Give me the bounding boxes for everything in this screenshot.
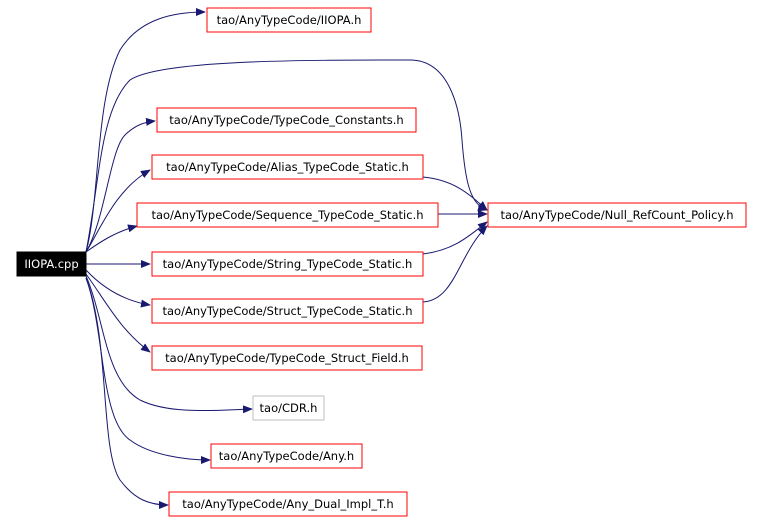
node-label: tao/AnyTypeCode/Any.h <box>219 449 354 463</box>
node-struct-typecode-static-h[interactable]: tao/AnyTypeCode/Struct_TypeCode_Static.h <box>151 298 424 324</box>
node-source-iiopa-cpp[interactable]: IIOPA.cpp <box>16 251 87 277</box>
node-label: tao/AnyTypeCode/Alias_TypeCode_Static.h <box>166 160 409 174</box>
node-iiopa-h[interactable]: tao/AnyTypeCode/IIOPA.h <box>206 7 372 33</box>
edge-struct_tc-to-null_ref <box>422 225 488 303</box>
edge-src-to-cdr <box>85 275 253 414</box>
node-cdr-h[interactable]: tao/CDR.h <box>252 395 325 421</box>
node-box <box>168 491 408 517</box>
nodes: IIOPA.cpp tao/AnyTypeCode/IIOPA.h tao/An… <box>16 7 747 517</box>
node-source-box <box>16 251 87 277</box>
node-typecode-struct-field-h[interactable]: tao/AnyTypeCode/TypeCode_Struct_Field.h <box>151 345 423 371</box>
edge-src-to-alias_tc <box>85 169 151 253</box>
node-box <box>487 202 747 228</box>
node-label: tao/AnyTypeCode/Null_RefCount_Policy.h <box>500 208 733 222</box>
node-box <box>136 202 439 228</box>
node-string-typecode-static-h[interactable]: tao/AnyTypeCode/String_TypeCode_Static.h <box>151 251 424 277</box>
node-box <box>210 443 363 469</box>
node-box <box>151 251 424 277</box>
node-box <box>151 298 424 324</box>
edge-src-to-seq_tc <box>85 224 138 253</box>
node-alias-typecode-static-h[interactable]: tao/AnyTypeCode/Alias_TypeCode_Static.h <box>151 154 424 180</box>
edge-src-to-null_ref <box>85 59 488 253</box>
node-typecode-constants-h[interactable]: tao/AnyTypeCode/TypeCode_Constants.h <box>156 107 417 133</box>
edge-alias_tc-to-null_ref <box>422 176 488 211</box>
node-label: tao/AnyTypeCode/Any_Dual_Impl_T.h <box>182 497 393 511</box>
node-box <box>151 345 423 371</box>
node-box <box>151 154 424 180</box>
node-label: tao/AnyTypeCode/Struct_TypeCode_Static.h <box>163 304 413 318</box>
edges <box>85 8 488 509</box>
edge-src-to-tc_struct_field <box>85 273 151 353</box>
node-sequence-typecode-static-h[interactable]: tao/AnyTypeCode/Sequence_TypeCode_Static… <box>136 202 439 228</box>
node-label: tao/AnyTypeCode/String_TypeCode_Static.h <box>163 257 413 271</box>
node-any-dual-impl-t-h[interactable]: tao/AnyTypeCode/Any_Dual_Impl_T.h <box>168 491 408 517</box>
node-box <box>156 107 417 133</box>
node-label: tao/AnyTypeCode/Sequence_TypeCode_Static… <box>151 208 423 222</box>
edge-src-to-any_dual <box>85 277 169 509</box>
edge-src-to-tc_const <box>85 117 156 253</box>
edge-src-to-any <box>85 277 211 464</box>
node-label: tao/CDR.h <box>260 401 318 415</box>
node-box <box>252 395 325 421</box>
edge-src-to-struct_tc <box>85 269 151 308</box>
node-box <box>206 7 372 33</box>
node-null-refcount-policy-h[interactable]: tao/AnyTypeCode/Null_RefCount_Policy.h <box>487 202 747 228</box>
node-source-label: IIOPA.cpp <box>24 257 78 271</box>
node-label: tao/AnyTypeCode/IIOPA.h <box>217 13 362 27</box>
node-any-h[interactable]: tao/AnyTypeCode/Any.h <box>210 443 363 469</box>
node-label: tao/AnyTypeCode/TypeCode_Constants.h <box>169 113 403 127</box>
node-label: tao/AnyTypeCode/TypeCode_Struct_Field.h <box>165 351 409 365</box>
